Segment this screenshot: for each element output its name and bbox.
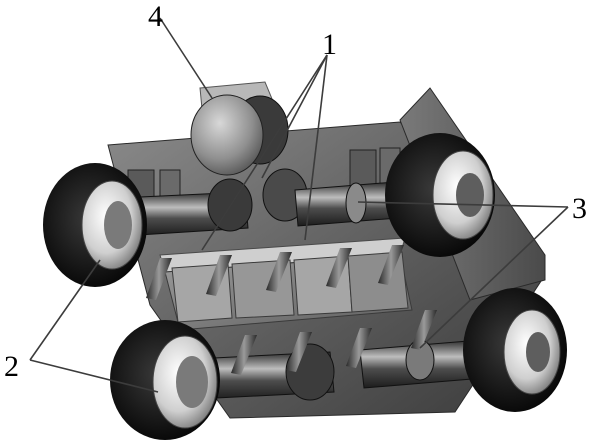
leader-lines — [29, 17, 569, 393]
callout-1: 1 — [322, 28, 337, 61]
callout-2: 2 — [4, 350, 19, 383]
drive-motor — [190, 94, 289, 176]
callout-3: 3 — [572, 192, 587, 225]
wheel-upper-left — [43, 163, 147, 287]
wheel-lower-right — [463, 288, 567, 412]
upper-axle — [119, 168, 399, 237]
wheel-upper-right — [385, 133, 495, 257]
wheel-lower-left — [110, 320, 220, 440]
callout-4: 4 — [148, 0, 163, 33]
